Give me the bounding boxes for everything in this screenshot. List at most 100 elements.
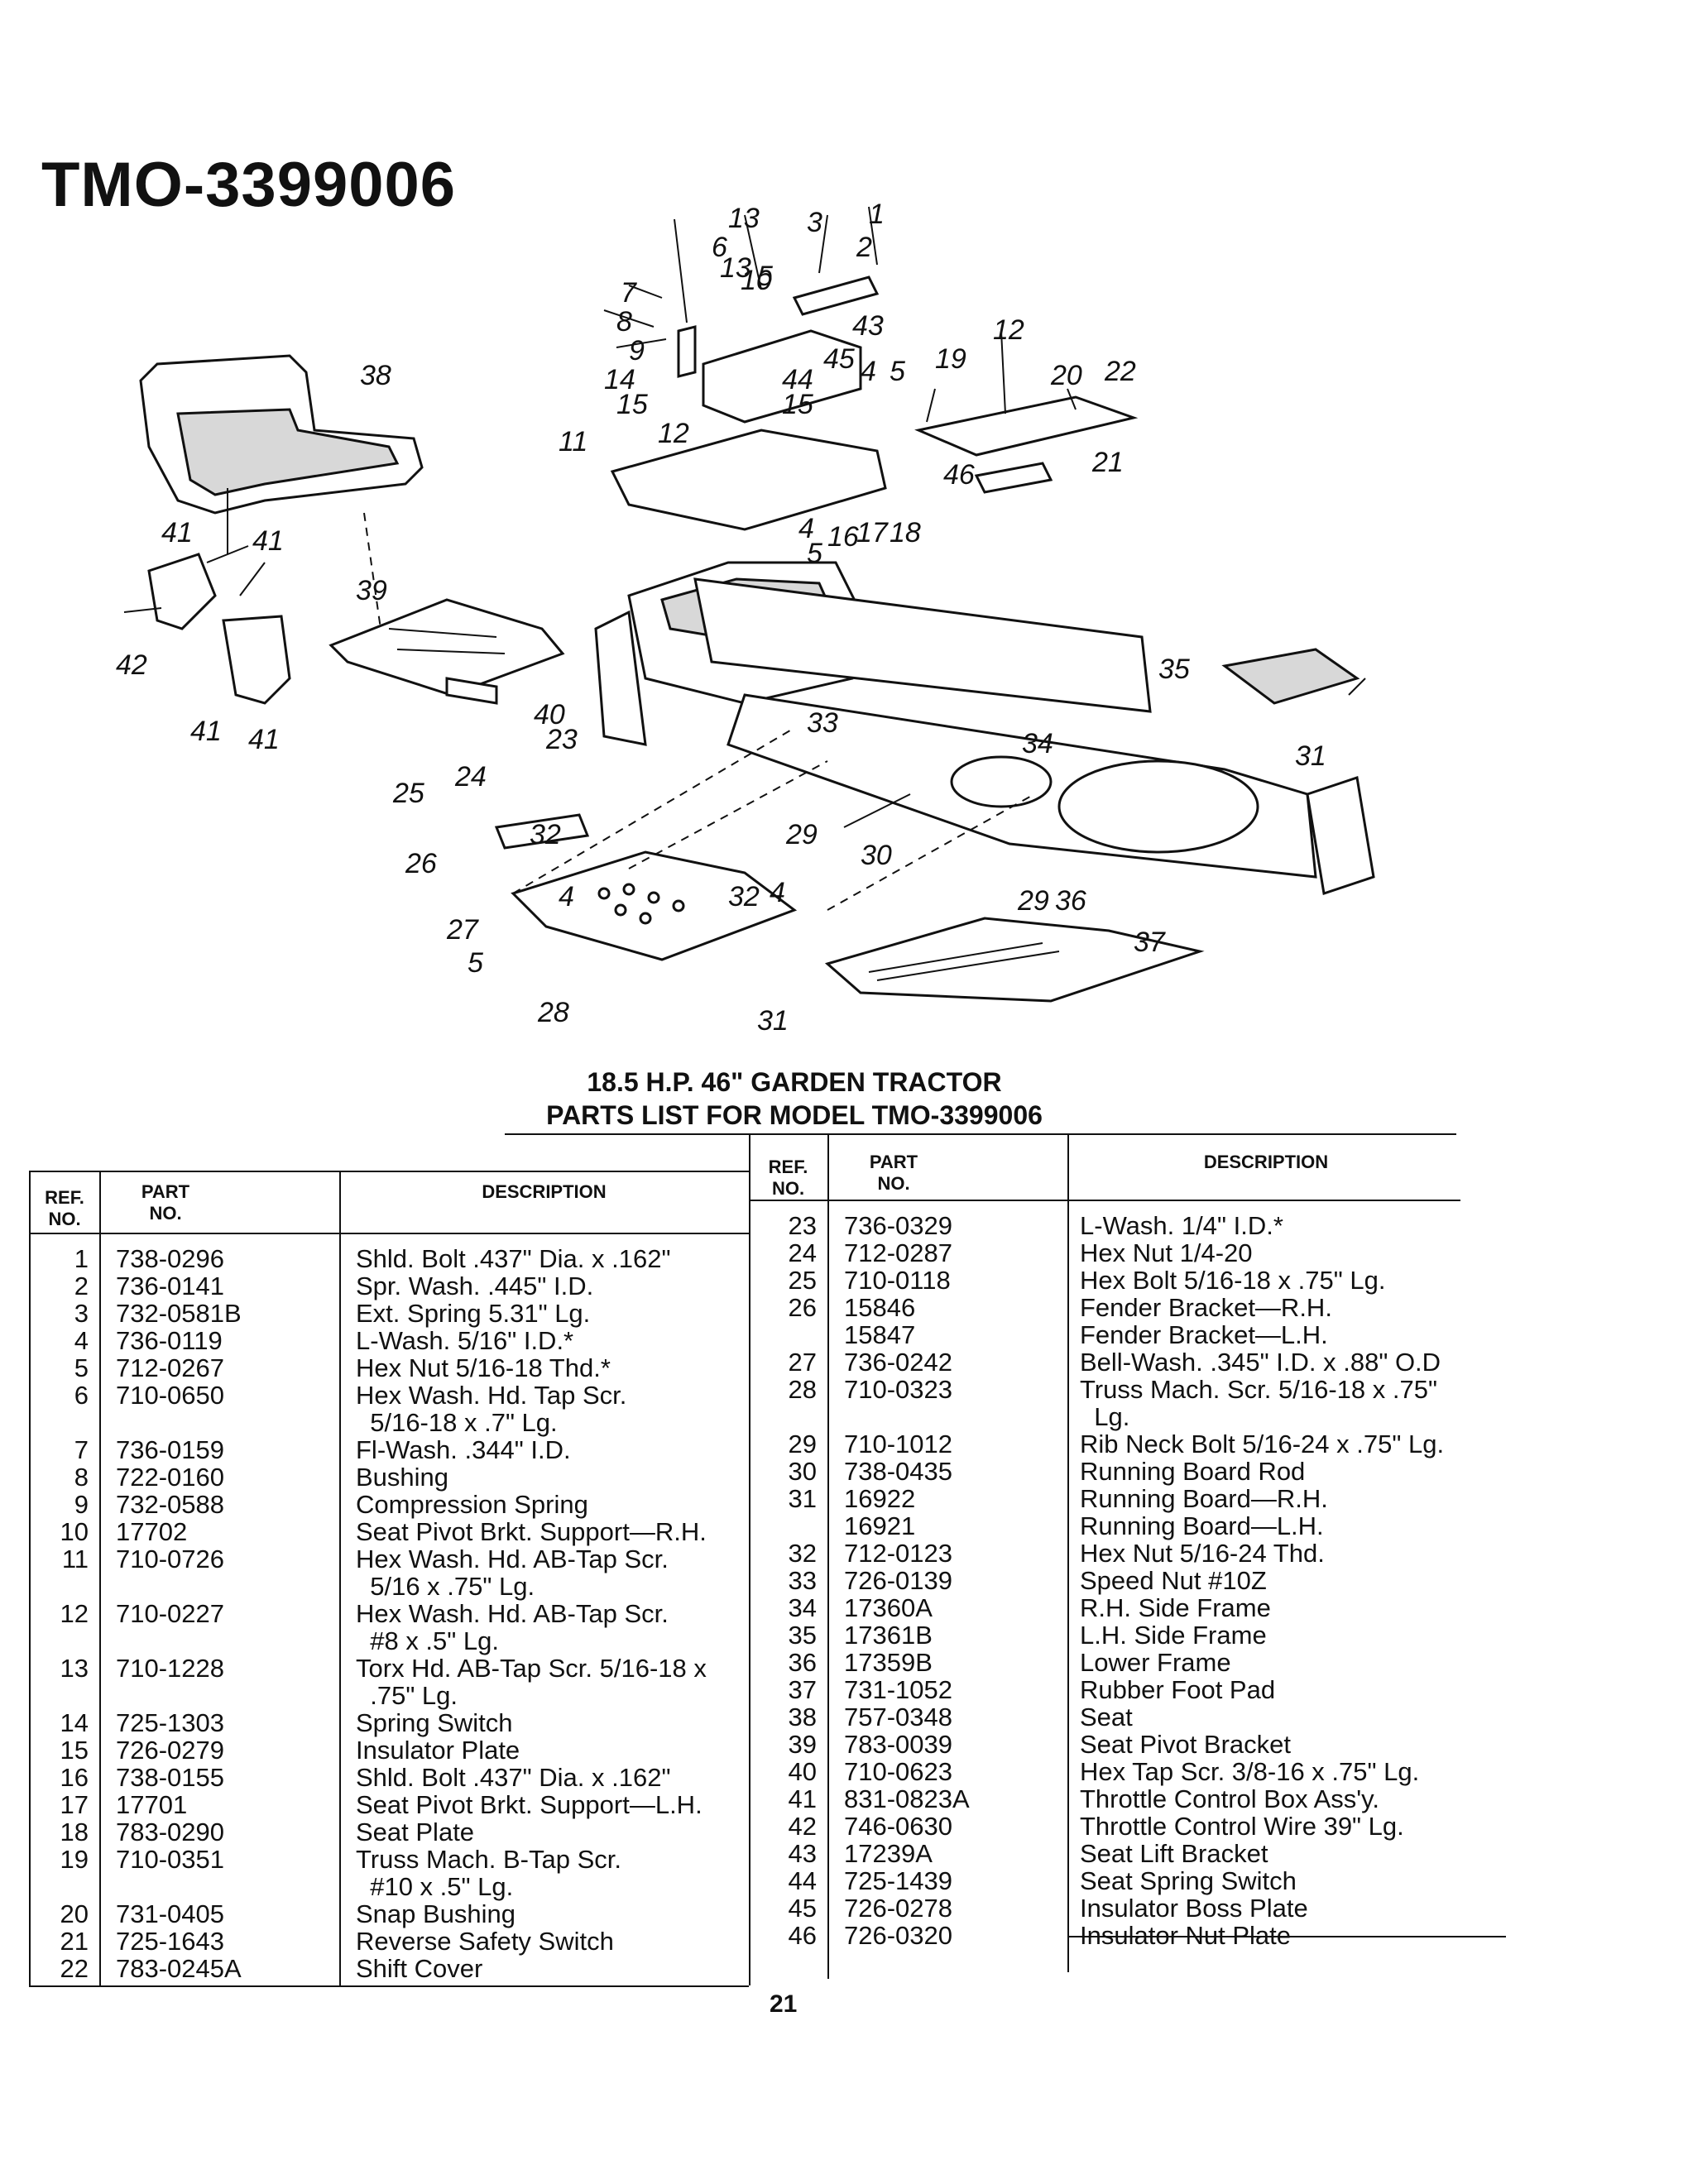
- part-number: 726-0279: [116, 1736, 225, 1765]
- callout-label: 12: [658, 418, 689, 449]
- part-number: 710-0726: [116, 1545, 225, 1573]
- part-number: 712-0267: [116, 1353, 225, 1382]
- ref-number: 33: [788, 1566, 817, 1595]
- callout-label: 5: [757, 261, 773, 292]
- callout-label: 17: [856, 517, 889, 548]
- ref-number: 26: [788, 1293, 817, 1322]
- part-number: 731-1052: [844, 1675, 953, 1704]
- exploded-parts-diagram: 13 3 1 6 13 2 10 5 7 8 43 9 14 45 4 5 19…: [116, 199, 1375, 1037]
- part-no-header: PART NO.: [141, 1181, 190, 1224]
- part-description: Shld. Bolt .437" Dia. x .162": [356, 1763, 671, 1792]
- part-number: 710-0351: [116, 1845, 225, 1874]
- part-description: Spr. Wash. .445" I.D.: [356, 1272, 594, 1300]
- header-rule-right: [749, 1200, 1460, 1201]
- callout-label: 13: [720, 252, 751, 284]
- ref-number: 30: [788, 1457, 817, 1486]
- ref-number: 16: [60, 1763, 89, 1792]
- part-number: 736-0119: [116, 1326, 223, 1355]
- callout-label: 26: [405, 848, 437, 879]
- part-description: Ext. Spring 5.31" Lg.: [356, 1299, 591, 1328]
- ref-number: 19: [60, 1845, 89, 1874]
- part-description: Insulator Nut Plate: [1080, 1921, 1292, 1950]
- part-number: 17360A: [844, 1593, 933, 1622]
- ref-number: 43: [788, 1839, 817, 1868]
- ref-number: 24: [788, 1238, 817, 1267]
- callout-label: 16: [827, 521, 859, 553]
- part-description: Rib Neck Bolt 5/16-24 x .75" Lg.: [1080, 1430, 1445, 1458]
- callout-label: 4: [798, 513, 814, 544]
- table-top-rule-right: [505, 1133, 1456, 1135]
- callout-labels: 13 3 1 6 13 2 10 5 7 8 43 9 14 45 4 5 19…: [116, 199, 1326, 1037]
- part-number: 722-0160: [116, 1463, 225, 1492]
- table-row: 23 736-0329 L-Wash. 1/4" I.D.*: [0, 1212, 1688, 1239]
- part-description: Hex Nut 5/16-24 Thd.: [1080, 1539, 1325, 1568]
- ref-number: 39: [788, 1730, 817, 1759]
- parts-list-title: 18.5 H.P. 46" GARDEN TRACTOR: [587, 1067, 1002, 1097]
- part-description: Seat Plate: [356, 1818, 475, 1846]
- part-number: 725-1643: [116, 1927, 225, 1956]
- ref-number: 45: [788, 1894, 817, 1923]
- part-number: 726-0320: [844, 1921, 953, 1950]
- callout-label: 41: [248, 724, 280, 755]
- running-board-left-illustration: [511, 850, 798, 961]
- table-row: .75" Lg.: [0, 1682, 1688, 1709]
- part-description: Speed Nut #10Z: [1080, 1566, 1267, 1595]
- part-number: 710-1012: [844, 1430, 953, 1458]
- callout-label: 8: [616, 306, 632, 338]
- table-top-rule-left: [29, 1171, 749, 1172]
- callout-label: 40: [534, 699, 565, 730]
- part-number: 736-0141: [116, 1272, 225, 1300]
- part-number: 736-0242: [844, 1348, 953, 1377]
- callout-label: 28: [537, 997, 569, 1028]
- ref-number: 20: [60, 1899, 89, 1928]
- ref-number: 21: [60, 1927, 89, 1956]
- callout-label: 41: [252, 525, 284, 557]
- ref-number: 2: [74, 1272, 89, 1300]
- column-rule: [99, 1171, 101, 1985]
- table-bottom-rule: [29, 1985, 749, 1987]
- part-description: .75" Lg.: [356, 1681, 458, 1710]
- part-number: 17701: [116, 1790, 188, 1819]
- part-number: 736-0329: [844, 1211, 953, 1240]
- ref-number: 28: [788, 1375, 817, 1404]
- callout-label: 31: [1295, 740, 1326, 772]
- callout-label: 15: [616, 389, 648, 420]
- ref-number: 32: [788, 1539, 817, 1568]
- model-title: TMO-3399006: [41, 150, 457, 220]
- ref-number: 46: [788, 1921, 817, 1950]
- ref-number: 10: [60, 1517, 89, 1546]
- part-number: 726-0139: [844, 1566, 953, 1595]
- ref-number: 31: [788, 1484, 817, 1513]
- side-frame-illustration: [693, 577, 1375, 895]
- header-rule-left: [29, 1233, 749, 1234]
- throttle-control-illustration: [123, 545, 291, 705]
- ref-number: 23: [788, 1211, 817, 1240]
- table-row: #8 x .5" Lg.: [0, 1627, 1688, 1655]
- callout-label: 18: [890, 517, 921, 548]
- part-description: L-Wash. 1/4" I.D.*: [1080, 1211, 1283, 1240]
- seat-illustration: [139, 354, 424, 554]
- ref-number: 13: [60, 1654, 89, 1683]
- part-number: 710-0623: [844, 1757, 953, 1786]
- callout-label: 34: [1022, 728, 1053, 759]
- callout-label: 9: [629, 335, 645, 366]
- part-description: Torx Hd. AB-Tap Scr. 5/16-18 x: [356, 1654, 707, 1683]
- ref-number: 12: [60, 1599, 89, 1628]
- part-description: Seat Pivot Brkt. Support—L.H.: [356, 1790, 703, 1819]
- callout-label: 15: [782, 389, 813, 420]
